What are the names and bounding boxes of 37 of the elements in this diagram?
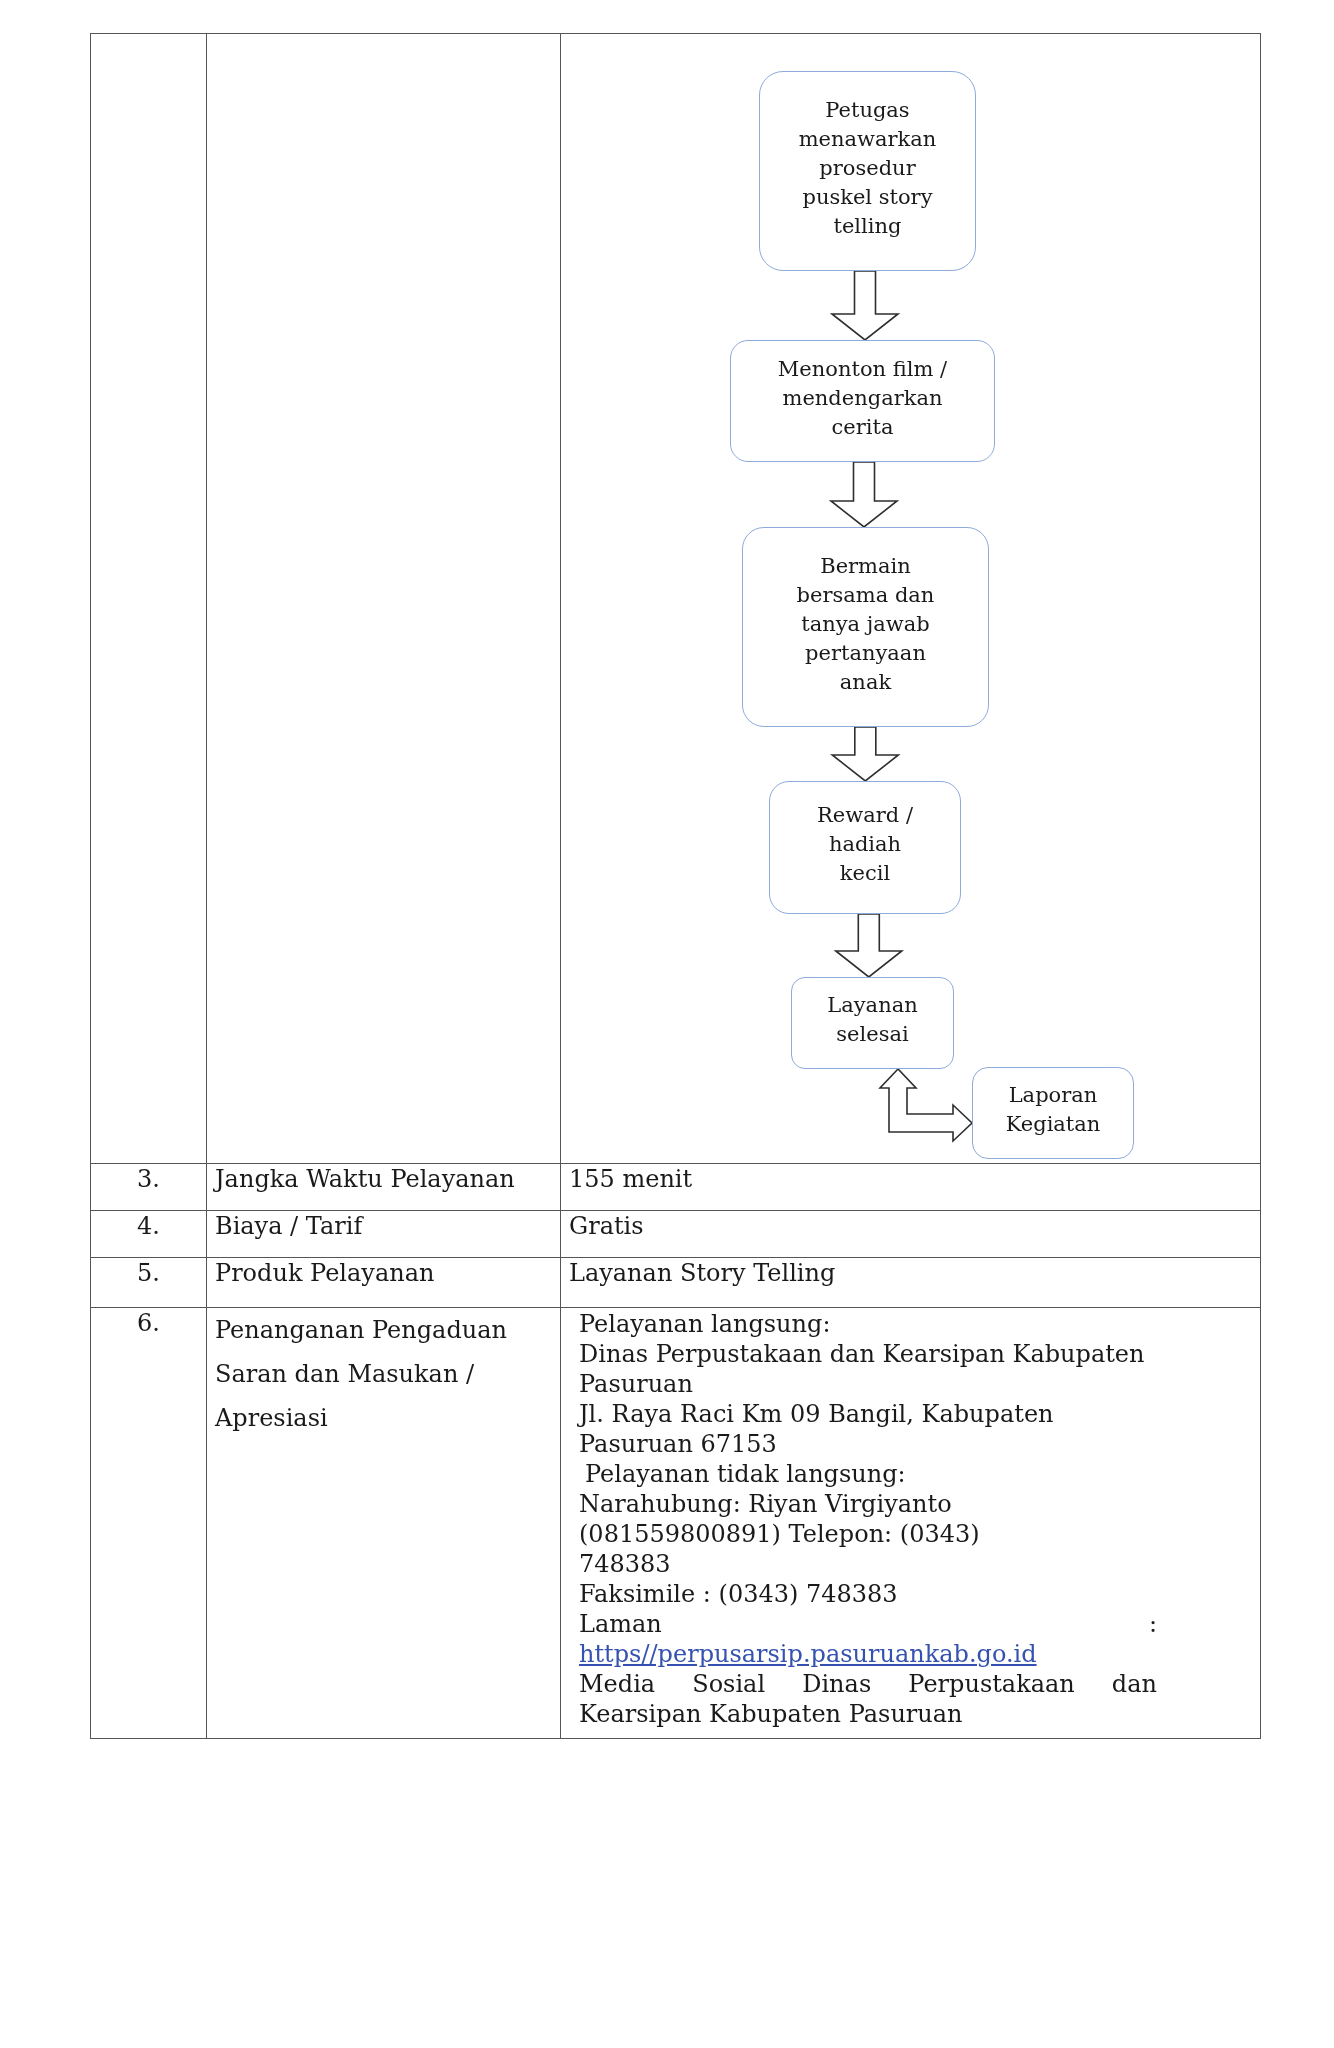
row-number: 3. bbox=[137, 1164, 160, 1194]
contact-text: Jl. Raya Raci Km 09 Bangil, Kabupaten Pasuruan 67153 bbox=[579, 1399, 1055, 1459]
contact-text: Laman : bbox=[579, 1609, 1157, 1639]
website-link: https//perpusarsip.pasuruankab.go.id bbox=[579, 1639, 1037, 1669]
row-number: 5. bbox=[137, 1258, 160, 1288]
step-label: Menonton film / mendengarkan cerita bbox=[776, 355, 949, 441]
block-arrow bbox=[828, 461, 900, 528]
step-label: Bermain bersama dan tanya jawab pertanyaan anak bbox=[795, 552, 936, 696]
row-number: 4. bbox=[137, 1211, 160, 1241]
step-label: Laporan Kegiatan bbox=[1004, 1082, 1102, 1138]
process-box bbox=[791, 977, 954, 1069]
contact-text: Pelayanan tidak langsung: bbox=[584, 1459, 907, 1489]
item-label: Biaya / Tarif bbox=[215, 1211, 365, 1241]
contact-text: Faksimile : (0343) 748383 bbox=[579, 1579, 899, 1609]
step-label: Reward / hadiah kecil bbox=[816, 802, 914, 887]
contact-text: Pelayanan langsung: bbox=[579, 1309, 832, 1339]
block-arrow bbox=[829, 270, 901, 341]
item-label: Penanganan Pengaduan Saran dan Masukan / Apresiasi bbox=[215, 1315, 508, 1434]
elbow-block-arrow bbox=[878, 1067, 974, 1143]
row-number: 6. bbox=[137, 1308, 160, 1338]
block-arrow bbox=[833, 913, 905, 978]
item-label: Produk Pelayanan bbox=[215, 1258, 436, 1288]
process-box bbox=[759, 71, 976, 271]
contact-text: Media Sosial Dinas Perpustakaan dan Kearsipan Kabupaten Pasuruan bbox=[579, 1669, 1157, 1729]
item-value: Gratis bbox=[569, 1211, 645, 1241]
item-label: Jangka Waktu Pelayanan bbox=[215, 1164, 516, 1194]
process-box bbox=[769, 781, 961, 914]
block-arrow bbox=[830, 726, 901, 782]
step-label: Layanan selesai bbox=[826, 992, 919, 1048]
contact-text: Narahubung: Riyan Virgiyanto (081559800891) Telepon: (0343) 748383 bbox=[579, 1489, 981, 1579]
step-label: Petugas menawarkan prosedur puskel story telling bbox=[797, 96, 938, 240]
item-value: 155 menit bbox=[569, 1164, 694, 1194]
item-value: Layanan Story Telling bbox=[569, 1258, 837, 1288]
process-box bbox=[730, 340, 995, 462]
process-box bbox=[742, 527, 989, 727]
contact-text: Dinas Perpustakaan dan Kearsipan Kabupaten Pasuruan bbox=[579, 1339, 1146, 1399]
process-box bbox=[972, 1067, 1134, 1159]
